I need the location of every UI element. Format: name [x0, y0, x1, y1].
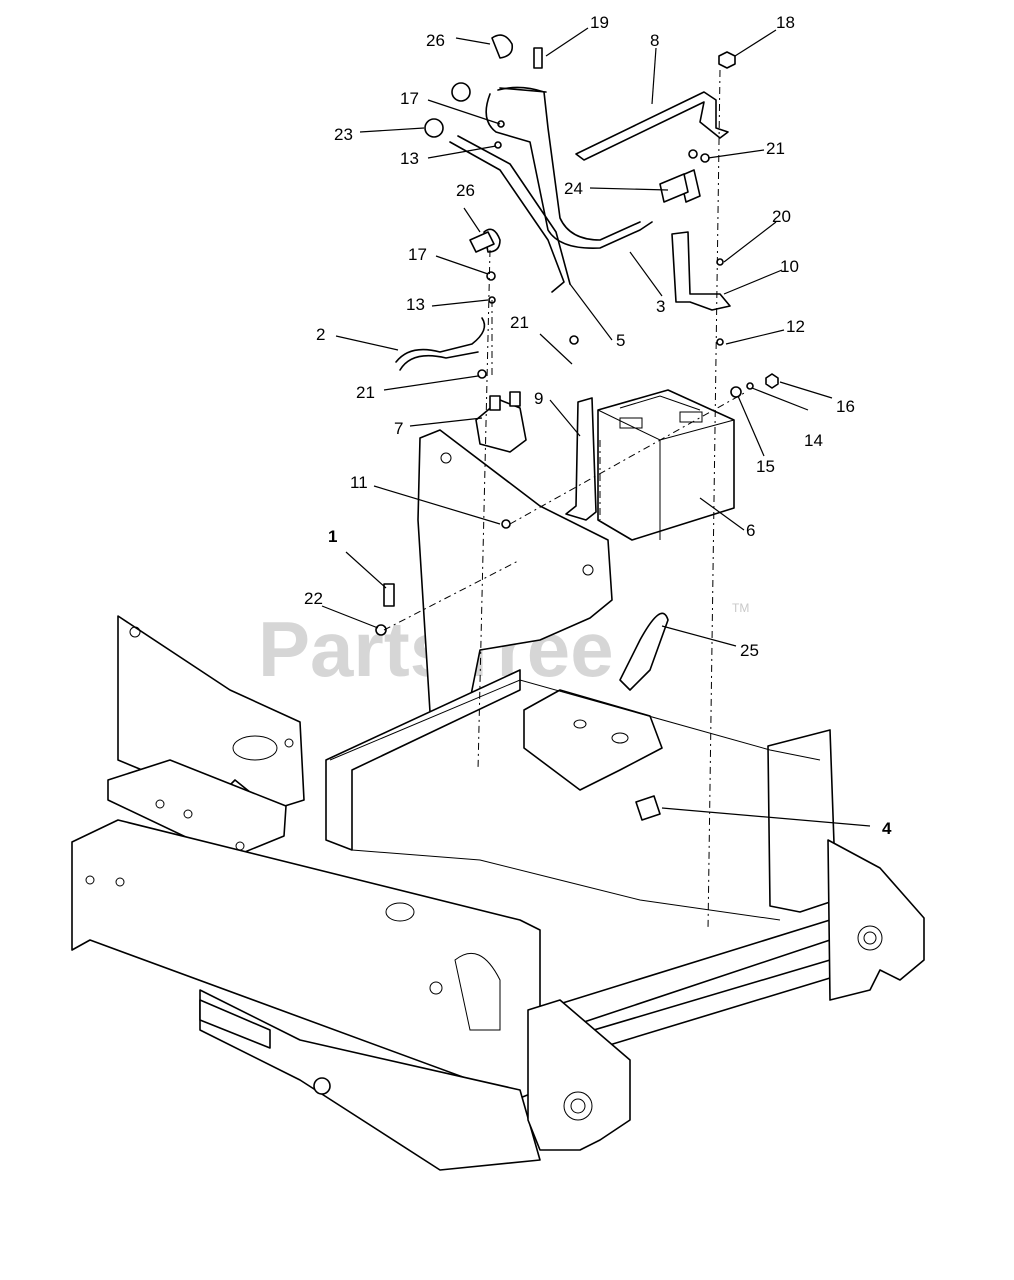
hardware: [375, 34, 779, 821]
callout-18: 18: [776, 13, 795, 32]
solenoid: [475, 391, 527, 453]
watermark-tm: TM: [732, 601, 749, 615]
callout-4: 4: [882, 819, 892, 838]
callout-5: 5: [616, 331, 625, 350]
assembly-centerlines: [383, 69, 747, 931]
callout-14: 14: [804, 431, 823, 450]
leader-lines: [321, 27, 871, 827]
frame-assembly: [71, 429, 925, 1171]
callout-12: 12: [786, 317, 805, 336]
callout-10: 10: [780, 257, 799, 276]
hold-down-bracket: [565, 397, 597, 521]
battery-strap: [575, 91, 729, 161]
callout-7: 7: [394, 419, 403, 438]
callout-25: 25: [740, 641, 759, 660]
callout-8: 8: [650, 31, 659, 50]
callout-21-left: 21: [356, 383, 375, 402]
bracket: [671, 231, 731, 311]
callout-11: 11: [350, 473, 368, 492]
callout-21-right: 21: [766, 139, 785, 158]
callout-17-top: 17: [400, 89, 419, 108]
callout-24: 24: [564, 179, 583, 198]
callout-6: 6: [746, 521, 755, 540]
cables: [395, 86, 653, 371]
callout-9: 9: [534, 389, 543, 408]
callout-1: 1: [328, 527, 337, 546]
callout-3: 3: [656, 297, 665, 316]
callout-23: 23: [334, 125, 353, 144]
callout-20: 20: [772, 207, 791, 226]
callout-26-top: 26: [426, 31, 445, 50]
callout-13-mid: 13: [406, 295, 425, 314]
callout-13-top: 13: [400, 149, 419, 168]
callout-labels: 26 19 8 18 17 23 13 21 24 26 20 17 10 13…: [304, 13, 892, 838]
callout-22: 22: [304, 589, 323, 608]
callout-17-mid: 17: [408, 245, 427, 264]
callout-21-mid: 21: [510, 313, 529, 332]
callout-2: 2: [316, 325, 325, 344]
callout-16: 16: [836, 397, 855, 416]
callout-19: 19: [590, 13, 609, 32]
callout-26-mid: 26: [456, 181, 475, 200]
callout-15: 15: [756, 457, 775, 476]
